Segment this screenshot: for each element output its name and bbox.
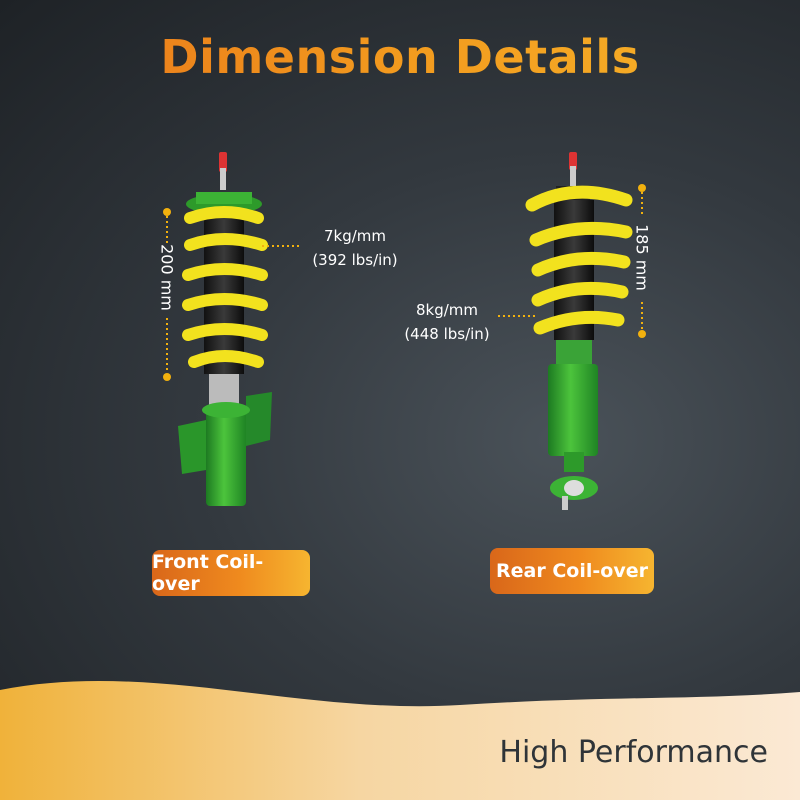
front-rate-lbs: (392 lbs/in) xyxy=(312,251,398,269)
front-height-dimension xyxy=(163,208,171,381)
front-spring-rate: 7kg/mm (392 lbs/in) xyxy=(300,224,410,272)
footer-wave xyxy=(0,680,800,800)
rear-rate-lbs: (448 lbs/in) xyxy=(404,325,490,343)
front-coilover-image xyxy=(178,152,272,506)
rear-rate-kg: 8kg/mm xyxy=(415,301,479,319)
front-height-label: 200 mm xyxy=(157,244,177,311)
rear-coilover-image xyxy=(525,152,633,510)
rear-height-dimension xyxy=(638,184,646,338)
front-coilover-button[interactable]: Front Coil-over xyxy=(152,550,310,596)
rear-height-label: 185 mm xyxy=(632,224,652,291)
footer-tagline: High Performance xyxy=(499,735,768,770)
rear-coilover-button[interactable]: Rear Coil-over xyxy=(490,548,654,594)
page-title: Dimension Details xyxy=(0,30,800,84)
front-rate-kg: 7kg/mm xyxy=(323,227,387,245)
rear-spring-rate: 8kg/mm (448 lbs/in) xyxy=(392,298,502,346)
